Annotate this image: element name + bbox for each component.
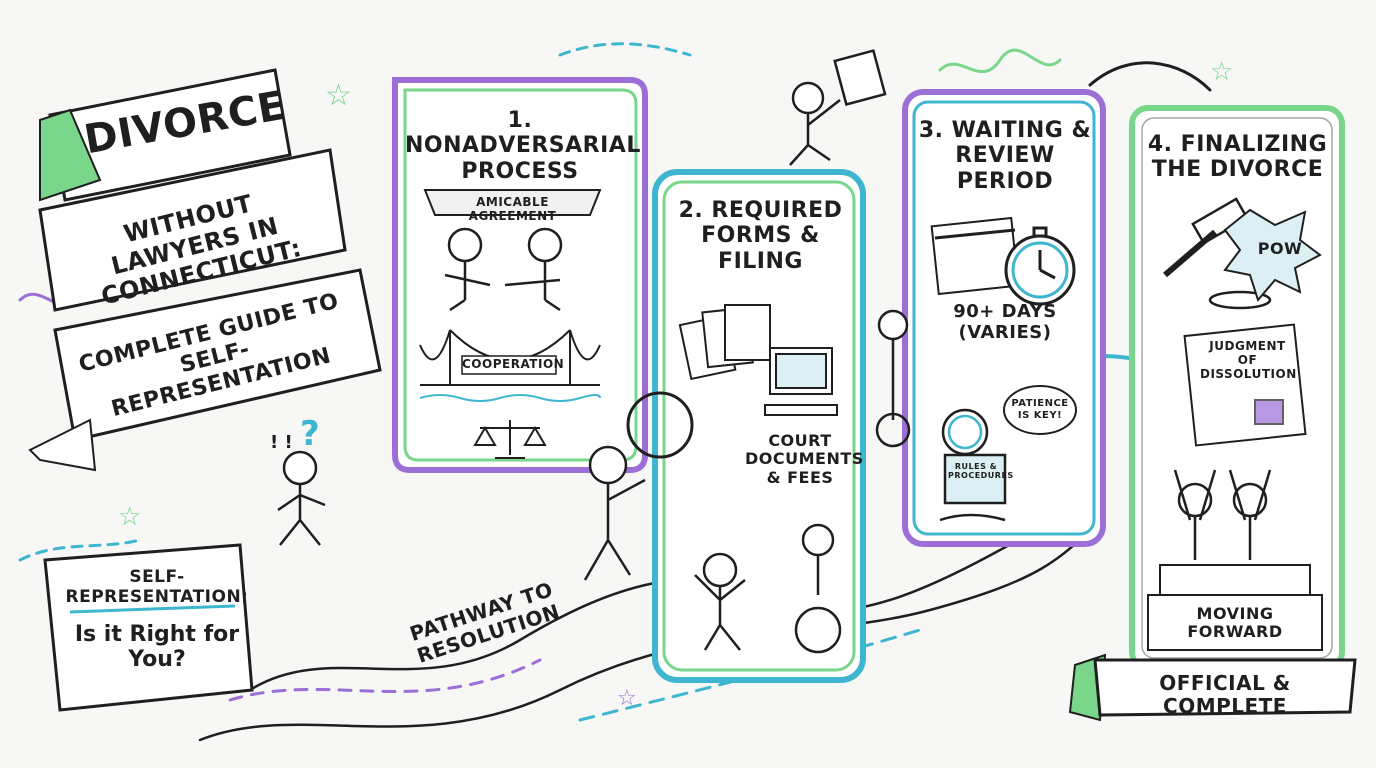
exclaim-icon: ! ! bbox=[270, 432, 293, 453]
step-4-title: 4. FINALIZING THE DIVORCE bbox=[1147, 132, 1328, 183]
searching-figure bbox=[583, 391, 694, 581]
stopwatch-icon bbox=[1004, 226, 1076, 306]
pow-burst bbox=[1223, 208, 1322, 303]
step-2-title: 2. REQUIRED FORMS & FILING bbox=[678, 198, 843, 274]
cheering-figures bbox=[1173, 469, 1272, 560]
top-figure bbox=[789, 49, 887, 166]
patience-bubble bbox=[1003, 385, 1077, 435]
step-3-title: 3. WAITING & REVIEW PERIOD bbox=[918, 118, 1092, 194]
moving-forward-label: MOVING FORWARD bbox=[1187, 604, 1283, 642]
patience-label: PATIENCE IS KEY! bbox=[1011, 398, 1069, 421]
star-icon: ☆ bbox=[617, 686, 637, 711]
rules-book-label: RULES & PROCEDURES bbox=[948, 462, 1014, 481]
self-rep-title: SELF-REPRESENTATION: bbox=[65, 567, 249, 607]
worried-figure bbox=[277, 450, 326, 546]
cooperation-label: COOPERATION bbox=[462, 357, 565, 371]
scale-icon bbox=[473, 420, 547, 459]
documents-icon bbox=[678, 304, 771, 381]
judgment-document bbox=[1183, 323, 1307, 447]
pow-label: POW bbox=[1257, 239, 1303, 258]
clock-wheel-figure bbox=[794, 523, 842, 654]
question-mark-icon: ? bbox=[300, 414, 320, 454]
self-rep-box bbox=[43, 543, 254, 712]
star-icon: ☆ bbox=[325, 78, 352, 113]
judgment-label: JUDGMENT OF DISSOLUTION bbox=[1200, 339, 1297, 381]
computer-icon bbox=[764, 347, 838, 416]
cooperation-plaque bbox=[461, 355, 557, 375]
days-label: 90+ DAYS (VARIES) bbox=[953, 301, 1057, 343]
handshake-figures bbox=[444, 227, 563, 312]
gavel-icon bbox=[1163, 197, 1272, 310]
star-icon: ☆ bbox=[1210, 57, 1233, 87]
amicable-label: AMICABLE AGREEMENT bbox=[468, 195, 557, 223]
happy-figure bbox=[694, 552, 746, 651]
step-1-card bbox=[392, 77, 648, 473]
amicable-ribbon bbox=[423, 189, 602, 216]
step-1-title: 1. NONADVERSARIAL PROCESS bbox=[405, 108, 641, 184]
self-rep-question: Is it Right for You? bbox=[74, 622, 240, 673]
reading-figure bbox=[939, 408, 1007, 522]
calendar-icon bbox=[930, 216, 1020, 296]
unicycle-figure bbox=[875, 309, 911, 448]
podium bbox=[1147, 564, 1323, 651]
official-ribbon bbox=[1068, 653, 1357, 722]
title-ribbons bbox=[28, 68, 382, 472]
star-icon: ☆ bbox=[118, 502, 141, 532]
official-complete-label: OFFICIAL & COMPLETE bbox=[1159, 671, 1291, 718]
court-docs-label: COURT DOCUMENTS & FEES bbox=[745, 431, 864, 487]
